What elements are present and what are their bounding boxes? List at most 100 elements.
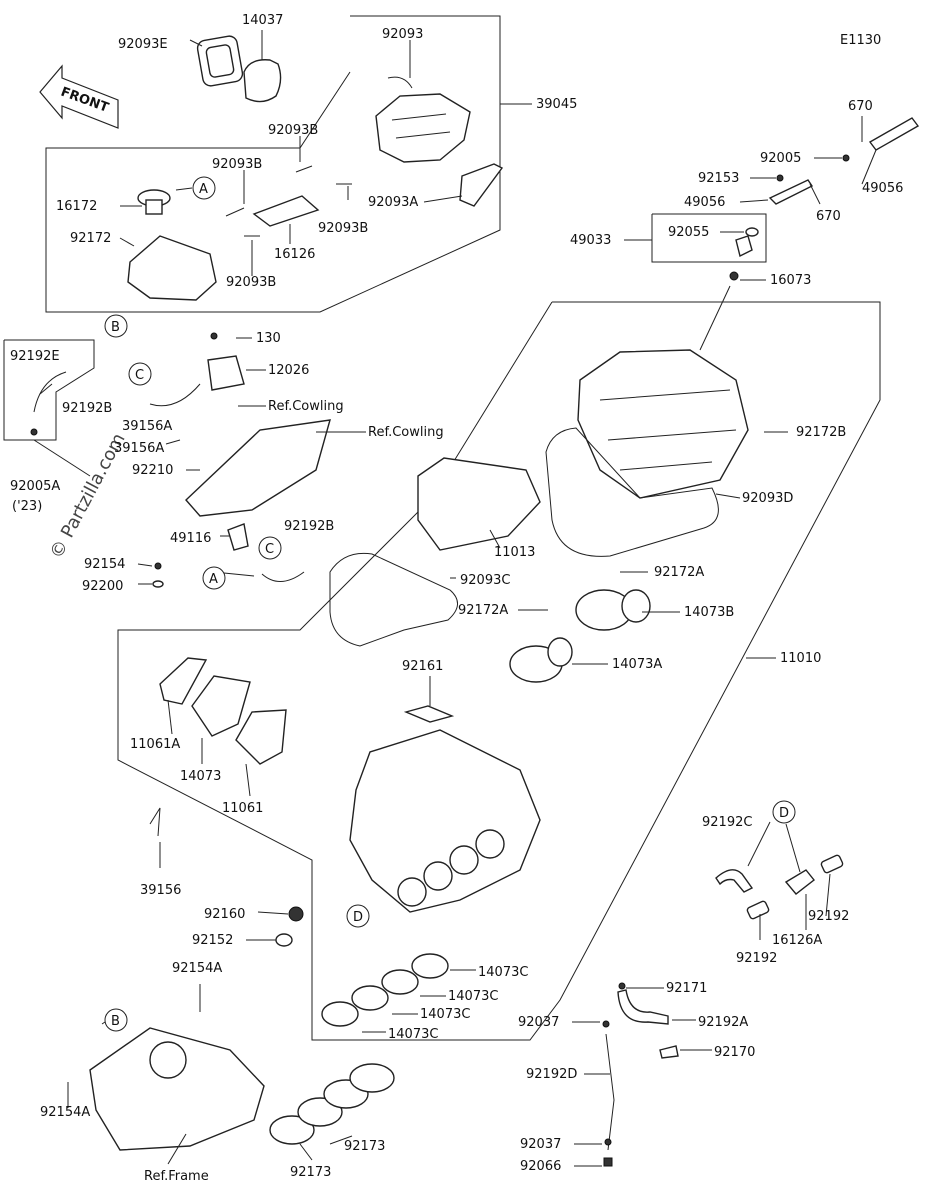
ring-14073C-1	[411, 953, 449, 979]
label-92192-1: 92192	[808, 909, 849, 924]
label-92173-1: 92173	[344, 1139, 385, 1154]
part-labels: 92093E 14037 92093 39045 92093B 92093B 9…	[10, 13, 903, 1184]
label-130: 130	[256, 331, 281, 346]
sensor-49116	[227, 523, 249, 551]
clamp-92170	[659, 1045, 679, 1059]
solenoid-12026	[207, 355, 245, 391]
label-14073C-2: 14073C	[448, 989, 498, 1004]
label-14073A: 14073A	[612, 657, 662, 672]
circle-marker-d-1: D	[346, 904, 370, 928]
label-ref-cowling-2: Ref.Cowling	[368, 425, 444, 440]
washer-92200	[152, 580, 164, 588]
label-14073C-4: 14073C	[388, 1027, 438, 1042]
label-92093C: 92093C	[460, 573, 510, 588]
throttle-bore-1	[397, 877, 427, 907]
group-box-right	[651, 213, 767, 263]
label-92192A: 92192A	[698, 1015, 748, 1030]
label-92093B-3: 92093B	[318, 221, 368, 236]
hose-92192E	[33, 371, 67, 413]
label-49056-1: 49056	[684, 195, 725, 210]
label-92153: 92153	[698, 171, 739, 186]
fuel-rail-49056	[868, 117, 920, 151]
clamp-92173-1	[269, 1115, 315, 1145]
throttle-bore-4	[475, 829, 505, 859]
label-16126A: 16126A	[772, 933, 822, 948]
hose-92192B	[149, 383, 201, 407]
label-92154A-2: 92154A	[40, 1105, 90, 1120]
label-39156A-1: 39156A	[122, 419, 172, 434]
pin-92093B-a	[295, 165, 313, 173]
label-92210: 92210	[132, 463, 173, 478]
label-92172A-2: 92172A	[458, 603, 508, 618]
label-92154: 92154	[84, 557, 125, 572]
svg-text:C: C	[265, 542, 274, 557]
circle-marker-b-1: B	[104, 314, 128, 338]
label-11010: 11010	[780, 651, 821, 666]
label-92192D: 92192D	[526, 1067, 577, 1082]
label-92192B-1: 92192B	[62, 401, 112, 416]
label-92093B-4: 92093B	[226, 275, 276, 290]
airbox-upper-11010	[577, 349, 749, 499]
label-670-2: 670	[816, 209, 841, 224]
label-92160: 92160	[204, 907, 245, 922]
label-12026: 12026	[268, 363, 309, 378]
label-92037-2: 92037	[520, 1137, 561, 1152]
label-92005A-year: ('23)	[12, 499, 42, 514]
label-92192-2: 92192	[736, 951, 777, 966]
label-92170: 92170	[714, 1045, 755, 1060]
label-14073B: 14073B	[684, 605, 734, 620]
label-92093D: 92093D	[742, 491, 793, 506]
svg-text:A: A	[199, 182, 208, 197]
seal-92005	[842, 154, 850, 162]
label-14073C-1: 14073C	[478, 965, 528, 980]
bolt-92154	[154, 562, 162, 570]
svg-text:A: A	[209, 572, 218, 587]
ring-92055	[745, 227, 759, 237]
svg-text:D: D	[779, 806, 789, 821]
group-box-left	[3, 339, 95, 441]
label-92093B-2: 92093B	[212, 157, 262, 172]
hose-92192-a	[820, 854, 844, 874]
hose-92192-b	[746, 900, 770, 920]
plate-14037	[243, 59, 282, 103]
circle-marker-c-2: C	[258, 536, 282, 560]
label-92093: 92093	[382, 27, 423, 42]
gasket-92093A	[459, 163, 504, 207]
svg-text:D: D	[353, 910, 363, 925]
hose-92192A	[617, 989, 669, 1025]
throttle-bore-2	[423, 861, 453, 891]
ring-14073C-3	[351, 985, 389, 1011]
label-ref-frame: Ref.Frame	[144, 1169, 209, 1184]
bolt-92153	[776, 174, 784, 182]
label-14073: 14073	[180, 769, 221, 784]
throttle-bore-3	[449, 845, 479, 875]
gasket-11061A	[159, 657, 208, 705]
front-arrow-icon: FRONT	[39, 64, 119, 129]
clip-92171	[618, 982, 626, 990]
svg-text:B: B	[111, 320, 120, 335]
clip-92037-a	[602, 1020, 610, 1028]
label-49033: 49033	[570, 233, 611, 248]
part-16126	[252, 195, 320, 227]
fitting-92005A	[30, 428, 38, 436]
ring-14073C-4	[321, 1001, 359, 1027]
cap-92066	[603, 1157, 613, 1167]
leader-lines	[33, 30, 877, 1167]
circle-marker-c-1: C	[128, 362, 152, 386]
label-92152: 92152	[192, 933, 233, 948]
label-92173-2: 92173	[290, 1165, 331, 1180]
pin-92093	[387, 76, 413, 89]
label-92005: 92005	[760, 151, 801, 166]
collar-92152	[275, 933, 293, 947]
plate-14073	[191, 675, 251, 737]
svg-text:B: B	[111, 1014, 120, 1029]
funnel-14073A-side	[547, 637, 573, 667]
label-92172: 92172	[70, 231, 111, 246]
circle-marker-b-2: B	[104, 1008, 128, 1032]
circle-marker-a-1: A	[192, 176, 216, 200]
clip-92037-b	[604, 1138, 612, 1146]
filter-11013	[417, 457, 541, 551]
gasket-92093C	[329, 552, 458, 647]
group-box-top	[45, 15, 501, 313]
